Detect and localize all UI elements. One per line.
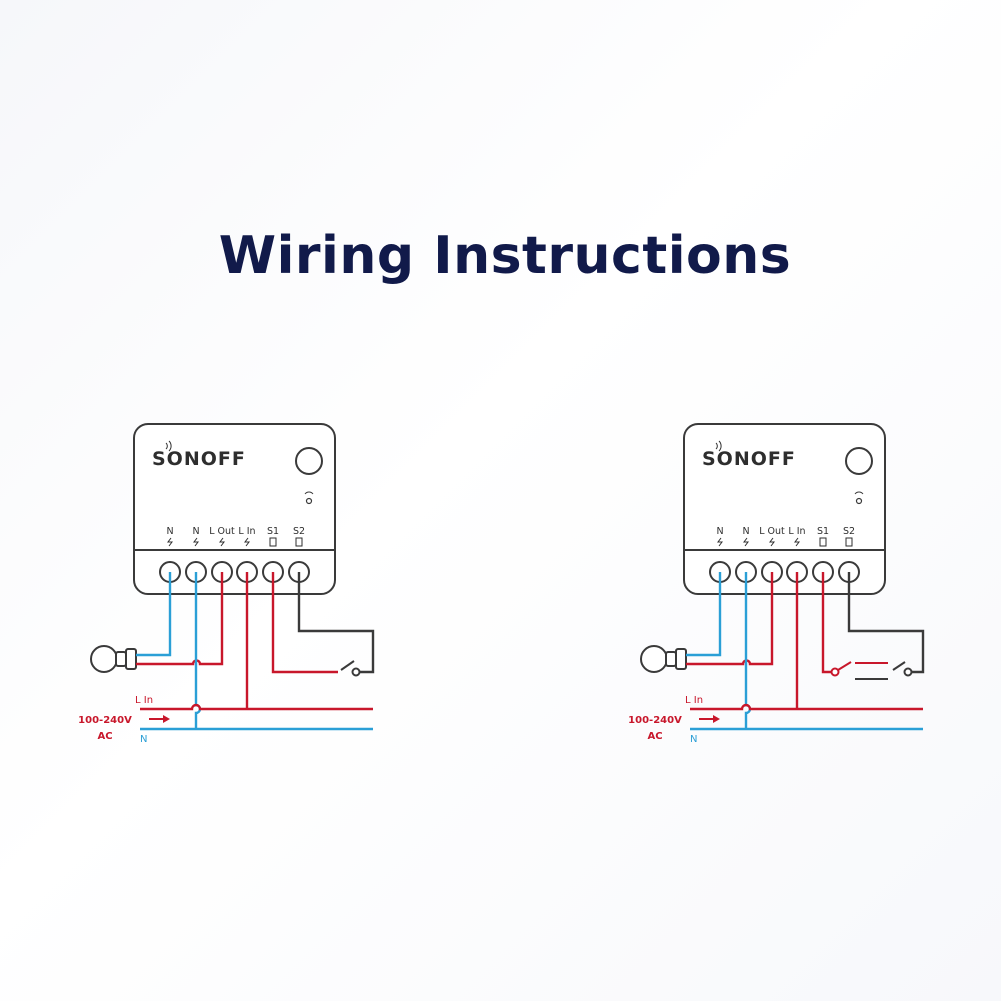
switch-terminal-icon [845,537,853,547]
switch-terminal-icon [269,537,277,547]
light-bulb-icon [640,645,687,673]
terminal-label-s2: S2 [843,526,855,537]
wall-switch-icon [340,660,361,677]
terminal-label-l-in: L In [788,526,805,537]
wire-neutral-to-bulb [686,572,722,657]
line-in-label: L In [685,695,703,706]
wifi-indicator-icon [854,491,864,505]
wireless-icon [165,440,172,452]
switch-terminal-icon [295,537,303,547]
device-module: SONOFF N N L Out L In S1 S2 [683,423,886,595]
wire-s2 [297,572,375,674]
bolt-icon [244,537,250,547]
wireless-icon [715,440,722,452]
brand-logo: SONOFF [702,448,796,470]
terminal-label-l-out: L Out [209,526,235,537]
current-arrow-icon [149,715,170,723]
bolt-icon [717,537,723,547]
wiring-diagram-1: SONOFF N N L Out L In S1 S2 [78,423,375,745]
ac-label: AC [647,731,662,742]
wire-neutral-to-bulb [136,572,172,657]
bolt-icon [769,537,775,547]
wires [686,572,925,731]
terminal-label-s1: S1 [267,526,279,537]
switch-terminal-icon [819,537,827,547]
voltage-label: 100-240V [628,715,682,726]
voltage-label: 100-240V [78,715,132,726]
wire-s1 [821,572,831,674]
terminal-label-n1: N [716,526,723,537]
page-title: Wiring Instructions [218,226,792,286]
line-in-bus [690,703,923,711]
wifi-indicator-icon [304,491,314,505]
neutral-label: N [140,734,147,745]
wire-s1 [271,572,338,674]
brand-logo: SONOFF [152,448,246,470]
line-in-bus [140,703,373,711]
current-arrow-icon [699,715,720,723]
light-bulb-icon [90,645,137,673]
neutral-label: N [690,734,697,745]
bolt-icon [219,537,225,547]
bolt-icon [193,537,199,547]
bolt-icon [794,537,800,547]
terminal-label-l-out: L Out [759,526,785,537]
terminal-label-s2: S2 [293,526,305,537]
wire-s2 [847,572,925,674]
terminal-label-n1: N [166,526,173,537]
two-way-switch-icon [830,661,913,680]
line-in-label: L In [135,695,153,706]
bolt-icon [167,537,173,547]
bolt-icon [743,537,749,547]
terminal-label-s1: S1 [817,526,829,537]
ac-label: AC [97,731,112,742]
terminal-label-l-in: L In [238,526,255,537]
pair-button-icon [845,447,873,475]
wiring-diagram-2: SONOFF N N L Out L In S1 S2 [628,423,925,745]
pair-button-icon [295,447,323,475]
terminal-label-n2: N [192,526,199,537]
wires [136,572,375,731]
terminal-label-n2: N [742,526,749,537]
device-module: SONOFF N N L Out L In S1 S2 [133,423,336,595]
